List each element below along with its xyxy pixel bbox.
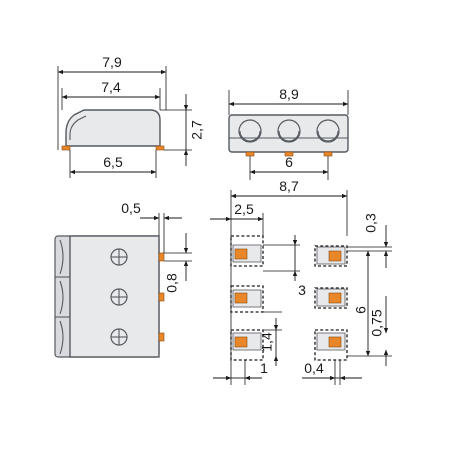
dim-fp-total-pitch-label: 6 (353, 306, 369, 314)
front-view: 8,9 6 (228, 86, 349, 180)
pad-left-3 (230, 329, 264, 361)
dim-side-top-label: 7,4 (101, 79, 121, 95)
side-view-pin-left (61, 145, 71, 151)
dim-fp-row-pitch-label: 3 (298, 282, 306, 298)
end-entry-1 (110, 248, 128, 266)
dim-fp-pad-width-label: 1 (260, 360, 268, 376)
end-pin-3 (158, 332, 165, 342)
end-entry-2 (110, 288, 128, 306)
front-view-entries (238, 119, 340, 143)
dim-fp-spacing-label: 2,5 (234, 201, 254, 217)
end-pin-2 (158, 292, 165, 302)
dim-end-offset-label: 0,5 (121, 200, 141, 216)
end-pin-1 (158, 252, 165, 262)
front-pin-3 (323, 151, 333, 157)
dim-side-overall-label: 7,9 (102, 54, 122, 70)
front-pin-1 (245, 151, 255, 157)
front-entry-1 (238, 119, 262, 143)
dim-side-bottom-label: 6,5 (103, 154, 123, 170)
end-entry-3 (110, 328, 128, 346)
side-view-body (65, 109, 161, 147)
footprint-view: 8,7 2,5 0,3 3 6 0,75 1,4 1 (210, 178, 392, 385)
dim-front-width-label: 8,9 (279, 86, 299, 102)
side-view-pin-right (155, 145, 165, 151)
dim-fp-pad-height-label: 0,3 (363, 213, 379, 233)
dim-fp-pad-gap-label: 1,4 (259, 332, 275, 352)
side-view: 7,9 7,4 6,5 2,7 (57, 54, 204, 178)
front-entry-3 (316, 119, 340, 143)
dim-side-height-label: 2,7 (188, 120, 204, 140)
dim-fp-pad-offset-label: 0,75 (369, 309, 385, 336)
front-pin-2 (284, 151, 294, 157)
pad-left-2 (230, 285, 264, 313)
pad-right-2 (314, 287, 348, 309)
dim-fp-overall-label: 8,7 (279, 178, 299, 194)
dim-front-pitch-label: 6 (285, 154, 293, 170)
pad-left-1 (230, 235, 264, 267)
dim-end-pitch-label: 0,8 (164, 273, 180, 293)
pad-right-3 (314, 329, 348, 361)
pad-right-1 (314, 245, 348, 267)
side-view-inner-edge (69, 115, 87, 140)
front-entry-2 (277, 119, 301, 143)
dim-fp-pad-inner-label: 0,4 (304, 360, 324, 376)
end-view: 0,5 0,8 (54, 200, 192, 358)
